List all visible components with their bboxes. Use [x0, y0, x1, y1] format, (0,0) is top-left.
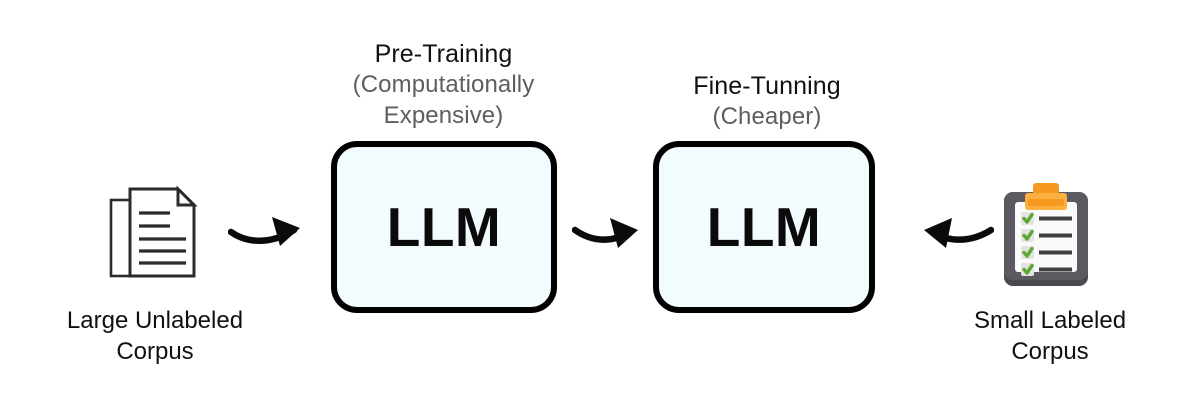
stage-caption-pre-training: Pre-Training (Computationally Expensive): [316, 38, 571, 131]
arrow-right-icon-pretraining-to-finetuning: [571, 208, 652, 256]
clipboard-checklist-icon: [1000, 182, 1092, 288]
llm-box-label-pre-training: LLM: [386, 195, 502, 258]
arrow-right-icon-svg: [227, 217, 300, 246]
corpus-caption-line-1: Large Unlabeled: [66, 307, 244, 334]
arrow-left-icon-svg: [924, 218, 995, 248]
llm-box-fine-tunning[interactable]: LLM: [653, 141, 875, 313]
stage-title-fine-tunning: Fine-Tunning: [693, 72, 841, 100]
llm-box-pre-training[interactable]: LLM: [331, 141, 557, 313]
corpus-caption-line-2: Corpus: [116, 338, 194, 366]
stage-subtitle-pre-training: (Computationally Expensive): [316, 70, 571, 131]
stage-title-pre-training: Pre-Training: [374, 40, 513, 68]
llm-box-label-fine-tunning: LLM: [706, 195, 822, 258]
corpus-caption-line-1-b: Small Labeled: [973, 307, 1127, 334]
stage-subtitle-line-1: (Computationally: [352, 71, 535, 98]
clipboard-checklist-icon-svg: [1004, 183, 1088, 286]
arrow-left-icon-corpus-to-finetuning: [906, 208, 995, 256]
documents-icon: [108, 185, 204, 286]
corpus-caption-small-labeled: Small Labeled Corpus: [925, 305, 1175, 367]
stage-subtitle-line-1-b: (Cheaper): [712, 103, 822, 130]
corpus-caption-line-2-b: Corpus: [1011, 338, 1089, 366]
stage-subtitle-fine-tunning: (Cheaper): [638, 102, 896, 133]
documents-icon-svg: [109, 185, 198, 278]
stage-subtitle-line-2: Expensive): [383, 101, 504, 129]
stage-caption-fine-tunning: Fine-Tunning (Cheaper): [638, 70, 896, 133]
arrow-right-icon-corpus-to-pretraining: [227, 206, 314, 258]
arrow-right-icon-svg-2: [571, 218, 638, 248]
corpus-caption-large-unlabeled: Large Unlabeled Corpus: [30, 305, 280, 367]
